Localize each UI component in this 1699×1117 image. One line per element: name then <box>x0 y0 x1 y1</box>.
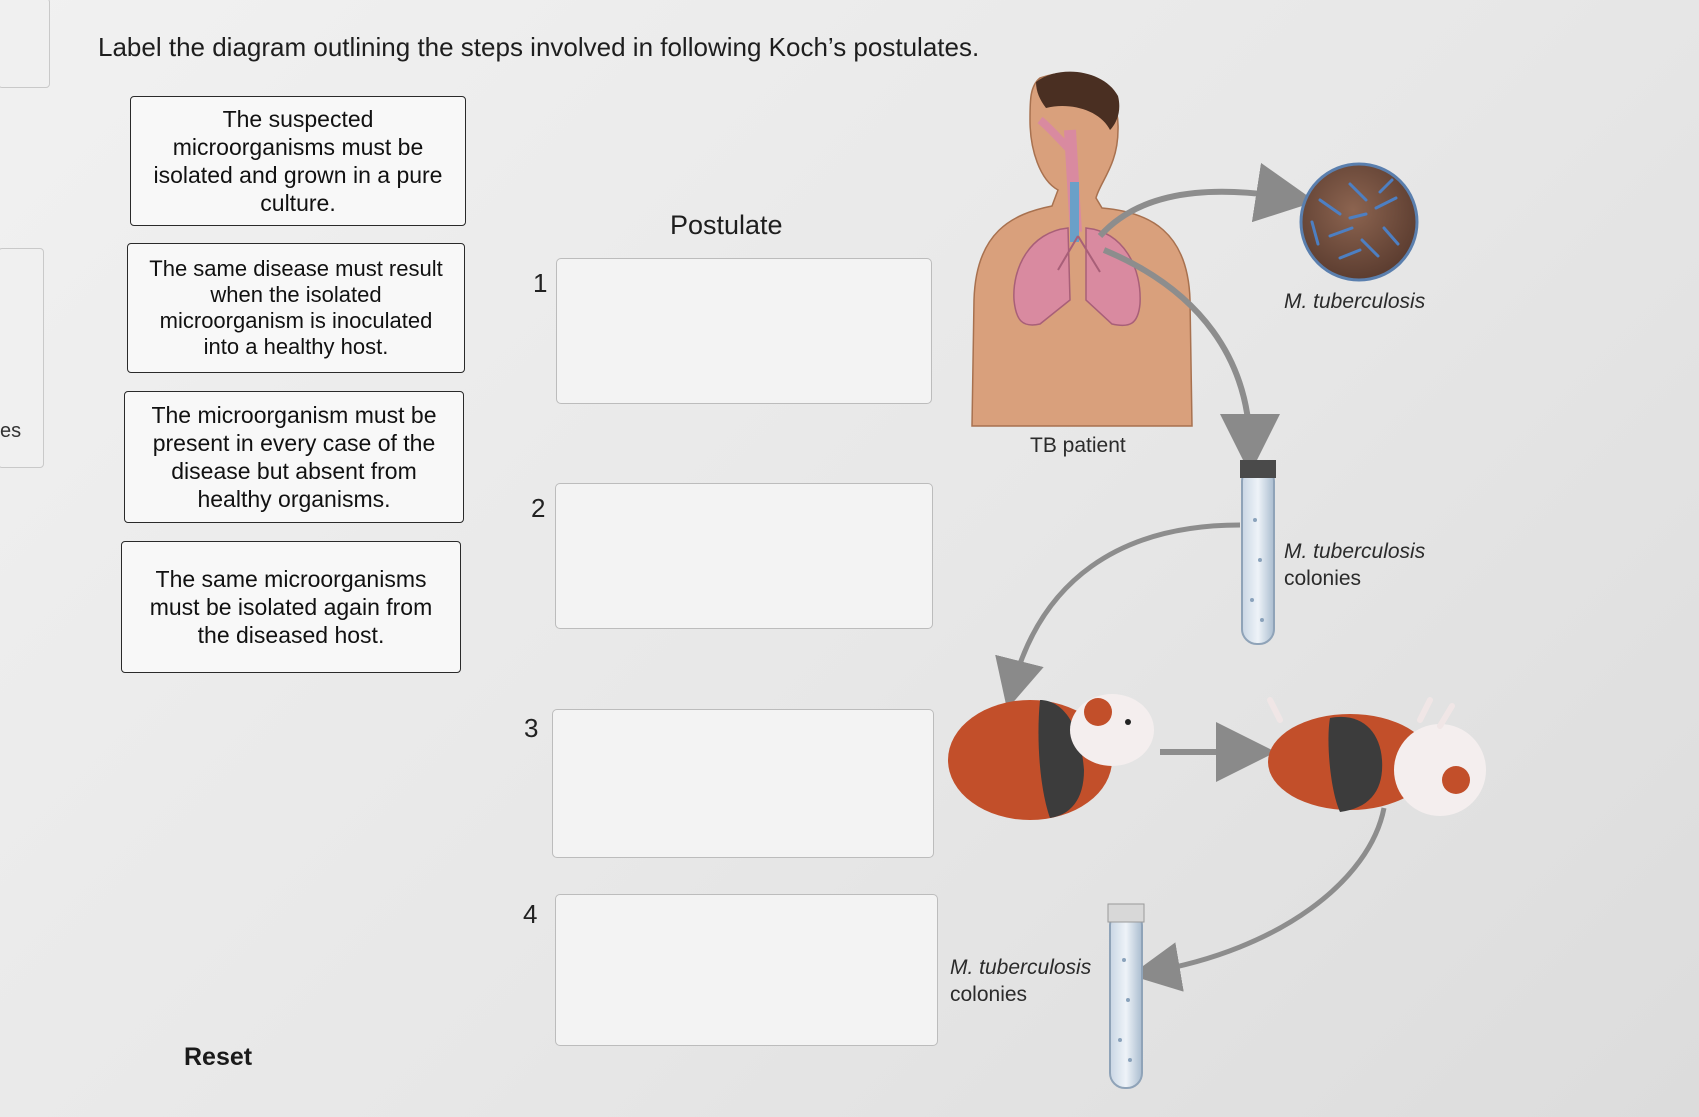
microbe-micrograph <box>1299 162 1419 282</box>
drop-target-1[interactable] <box>556 258 932 404</box>
healthy-guinea-pig <box>948 694 1154 820</box>
postulate-number: 4 <box>523 899 538 929</box>
drop-target-4[interactable] <box>555 894 938 1046</box>
label-card-present-every-case[interactable]: The microorganism must be present in eve… <box>124 391 464 523</box>
microbe-label: M. tuberculosis <box>1284 290 1426 313</box>
side-panel-label: es <box>0 420 22 442</box>
drop-target-3[interactable] <box>552 709 934 858</box>
postulate-number: 3 <box>524 713 539 743</box>
colonies-label-2-species: M. tuberculosis <box>950 956 1092 979</box>
label-card-text: The same microorganisms must be isolated… <box>149 566 433 648</box>
diseased-guinea-pig <box>1267 697 1486 816</box>
colonies-label-2-word: colonies <box>950 983 1028 1006</box>
label-card-text: The same disease must result when the is… <box>149 256 443 359</box>
label-card-inoculate-healthy-host[interactable]: The same disease must result when the is… <box>127 243 465 373</box>
arrow-to-reisolation <box>1130 807 1387 992</box>
arrow-to-inoculation <box>995 522 1241 710</box>
colonies-label-1-word: colonies <box>1284 567 1362 590</box>
side-panel-top <box>0 0 50 88</box>
culture-tube-2 <box>1107 903 1145 1089</box>
label-card-text: The suspected microorganisms must be iso… <box>153 106 443 216</box>
arrow-to-culture <box>1097 162 1316 239</box>
culture-tube-1 <box>1240 460 1276 645</box>
arrow-to-culture-tube <box>1102 247 1280 474</box>
colonies-label-1-species: M. tuberculosis <box>1284 540 1426 563</box>
reset-button[interactable]: Reset <box>184 1043 253 1071</box>
page-title: Label the diagram outlining the steps in… <box>98 32 980 62</box>
tb-patient-label: TB patient <box>1030 434 1126 457</box>
side-panel-middle[interactable] <box>0 248 44 468</box>
label-card-isolate-pure-culture[interactable]: The suspected microorganisms must be iso… <box>130 96 466 226</box>
postulate-number: 1 <box>533 268 548 298</box>
colonies-label-2: M. tuberculosis colonies <box>950 954 1091 1008</box>
tb-patient-figure <box>971 71 1193 427</box>
label-card-text: The microorganism must be present in eve… <box>151 402 437 512</box>
label-card-reisolate-diseased-host[interactable]: The same microorganisms must be isolated… <box>121 541 461 673</box>
postulate-number: 2 <box>531 493 546 523</box>
colonies-label-1: M. tuberculosis colonies <box>1284 538 1425 592</box>
postulate-column-header: Postulate <box>670 210 783 240</box>
drop-target-2[interactable] <box>555 483 933 629</box>
